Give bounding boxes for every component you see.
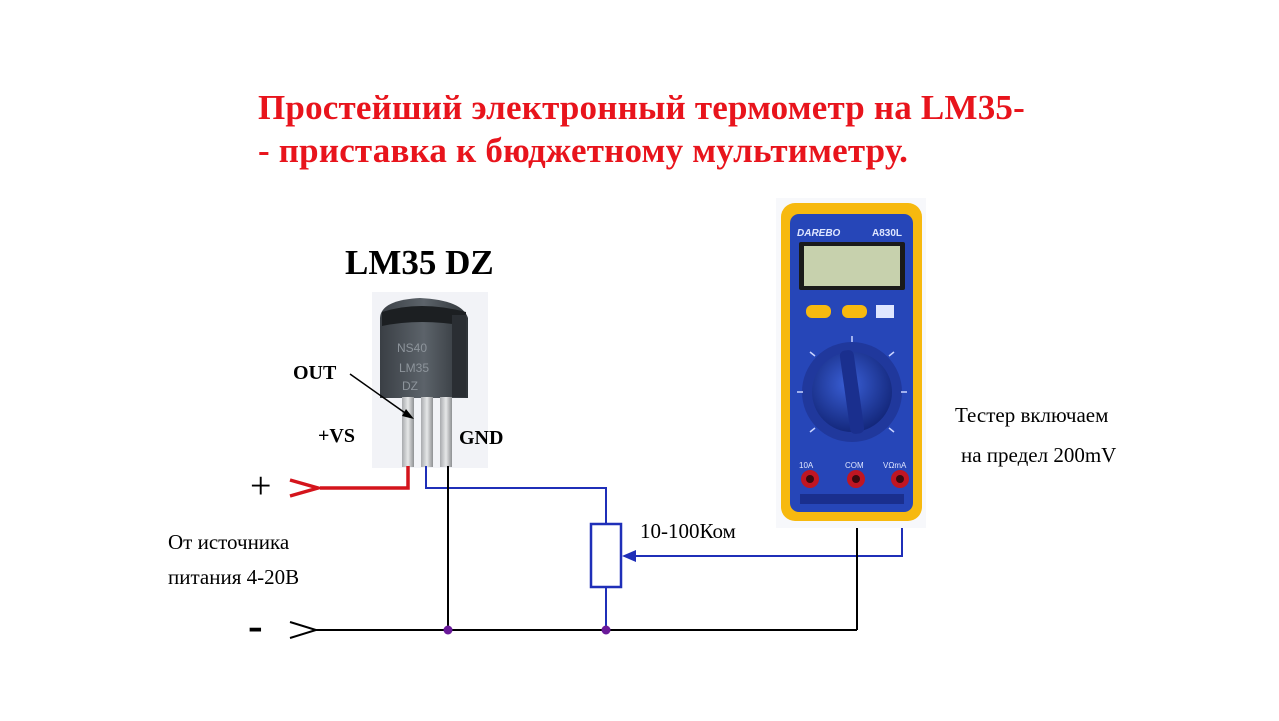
- meter-model: A830L: [872, 228, 902, 239]
- tester-note-line-2: на предел 200mV: [961, 443, 1117, 467]
- source-label-line-2: питания 4-20В: [168, 565, 300, 589]
- sensor-label: LM35 DZ: [345, 243, 494, 282]
- pin-out-label: OUT: [293, 362, 337, 384]
- junction-dot-1: [443, 625, 453, 635]
- positive-terminal: [289, 478, 325, 498]
- source-label-line-1: От источника: [168, 530, 290, 554]
- hold-button: [806, 305, 831, 318]
- junction-dot-2: [601, 625, 611, 635]
- title-line-2: - приставка к бюджетному мультиметру.: [258, 131, 909, 170]
- tester-note-line-1: Тестер включаем: [955, 403, 1109, 427]
- plus-sign: +: [250, 465, 272, 507]
- jack-label-com: COM: [845, 461, 864, 470]
- minus-sign: -: [248, 601, 263, 650]
- jack-label-v: VΩmA: [883, 461, 907, 470]
- out-pointer: [349, 373, 409, 416]
- chip-marking-2: LM35: [399, 361, 429, 375]
- title-line-1: Простейший электронный термометр на LM35…: [258, 88, 1025, 127]
- chip-marking-3: DZ: [402, 379, 418, 393]
- pin-vs-label: +VS: [318, 425, 355, 447]
- pin-gnd-label: GND: [459, 427, 504, 449]
- meter-brand: DAREBO: [797, 228, 841, 239]
- wiper-arrow: [622, 550, 636, 562]
- positive-wire: [320, 466, 410, 490]
- out-arrow-head: [402, 409, 414, 419]
- lm35-photo: NS40 LM35 DZ: [372, 292, 488, 468]
- signal-wire: [425, 466, 607, 524]
- backlight-button: [842, 305, 867, 318]
- jack-label-10a: 10A: [799, 461, 814, 470]
- chip-marking-1: NS40: [397, 341, 427, 355]
- negative-terminal: [289, 621, 320, 639]
- potentiometer-label: 10-100Ком: [640, 519, 736, 543]
- multimeter: DAREBO A830L 10A COM VΩmA: [776, 198, 926, 528]
- potentiometer: [589, 522, 623, 589]
